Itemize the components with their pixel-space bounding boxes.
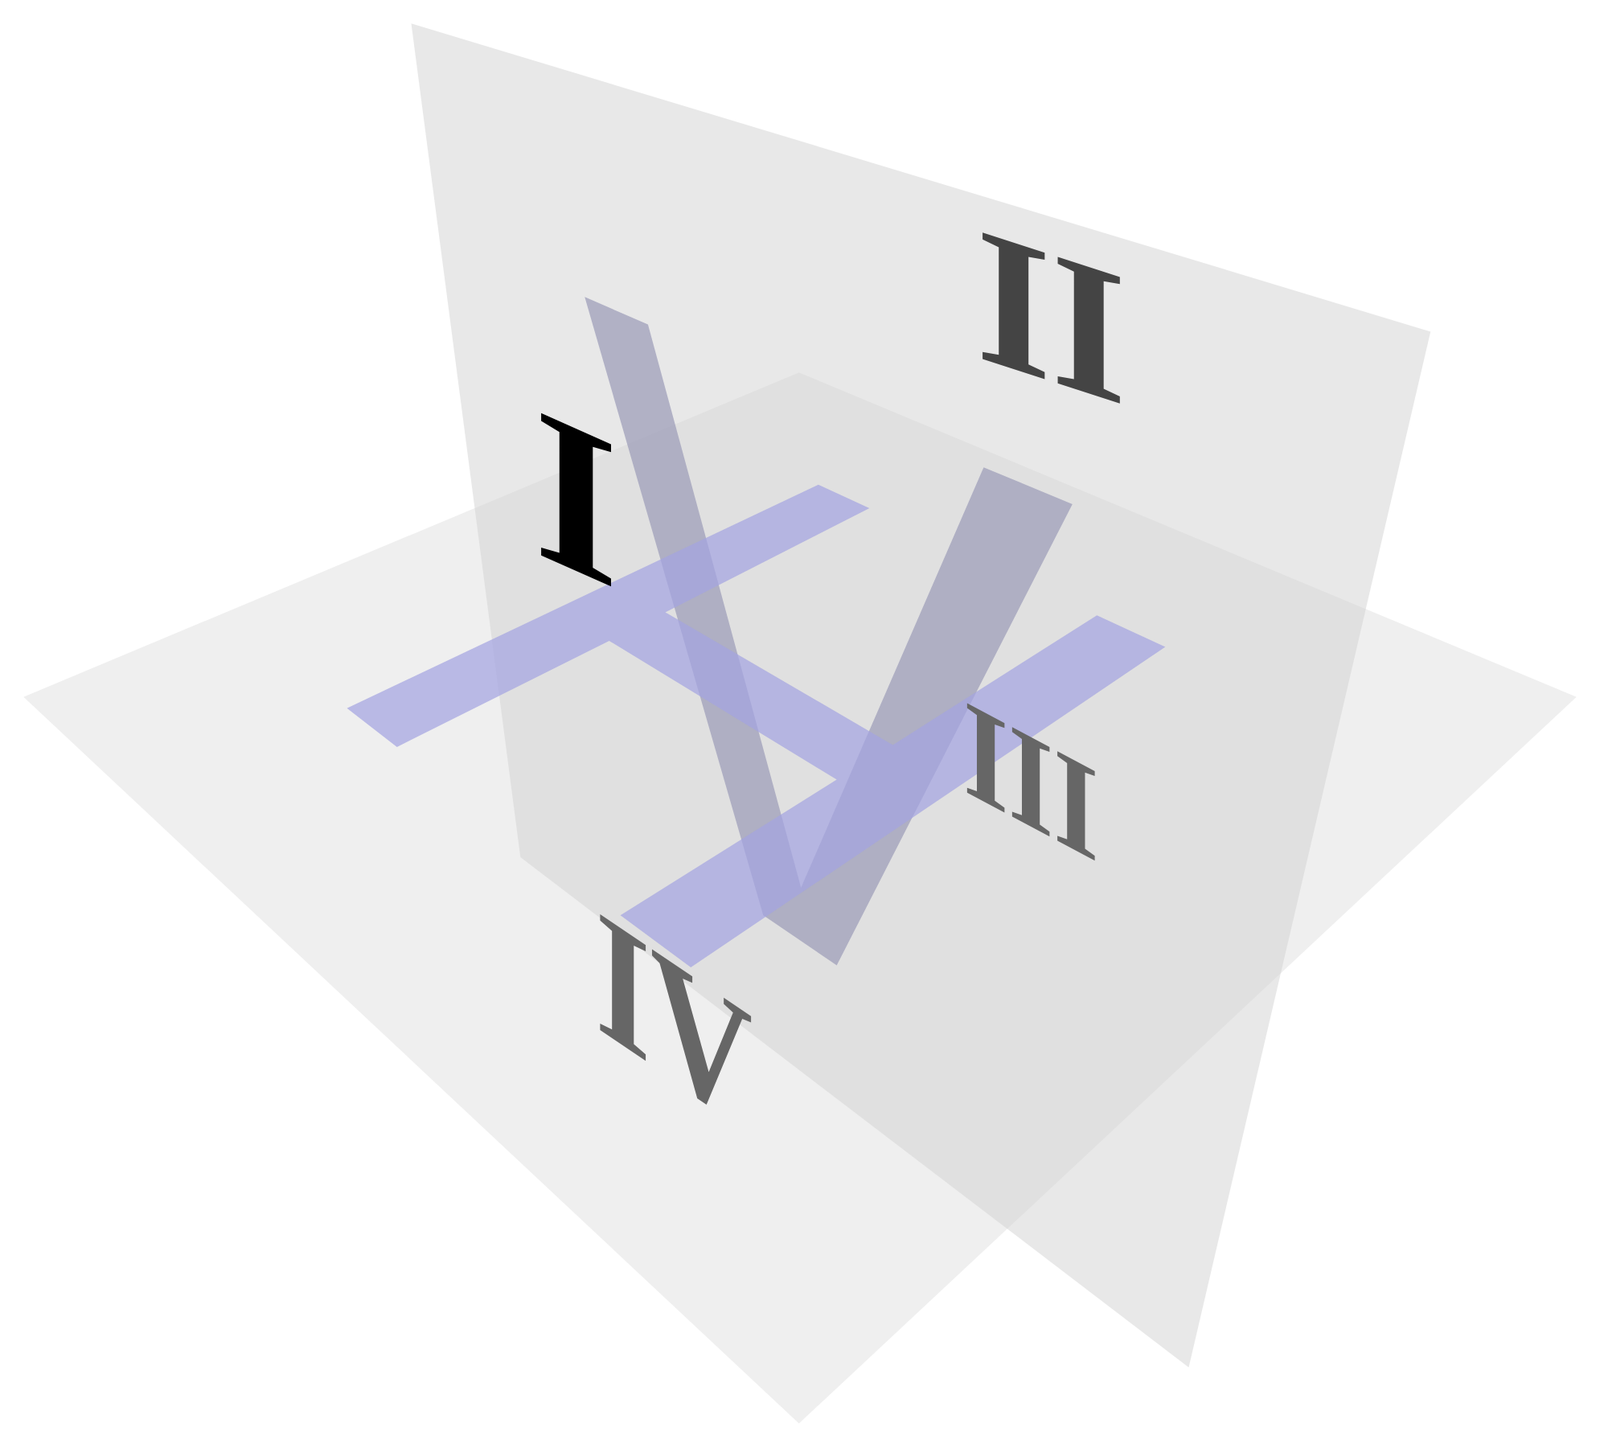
- vertical-plane: [411, 23, 1432, 1367]
- quadrant-label: I: [533, 370, 619, 626]
- horizontal-strip: [347, 484, 1166, 968]
- quadrant-label: II: [976, 195, 1127, 438]
